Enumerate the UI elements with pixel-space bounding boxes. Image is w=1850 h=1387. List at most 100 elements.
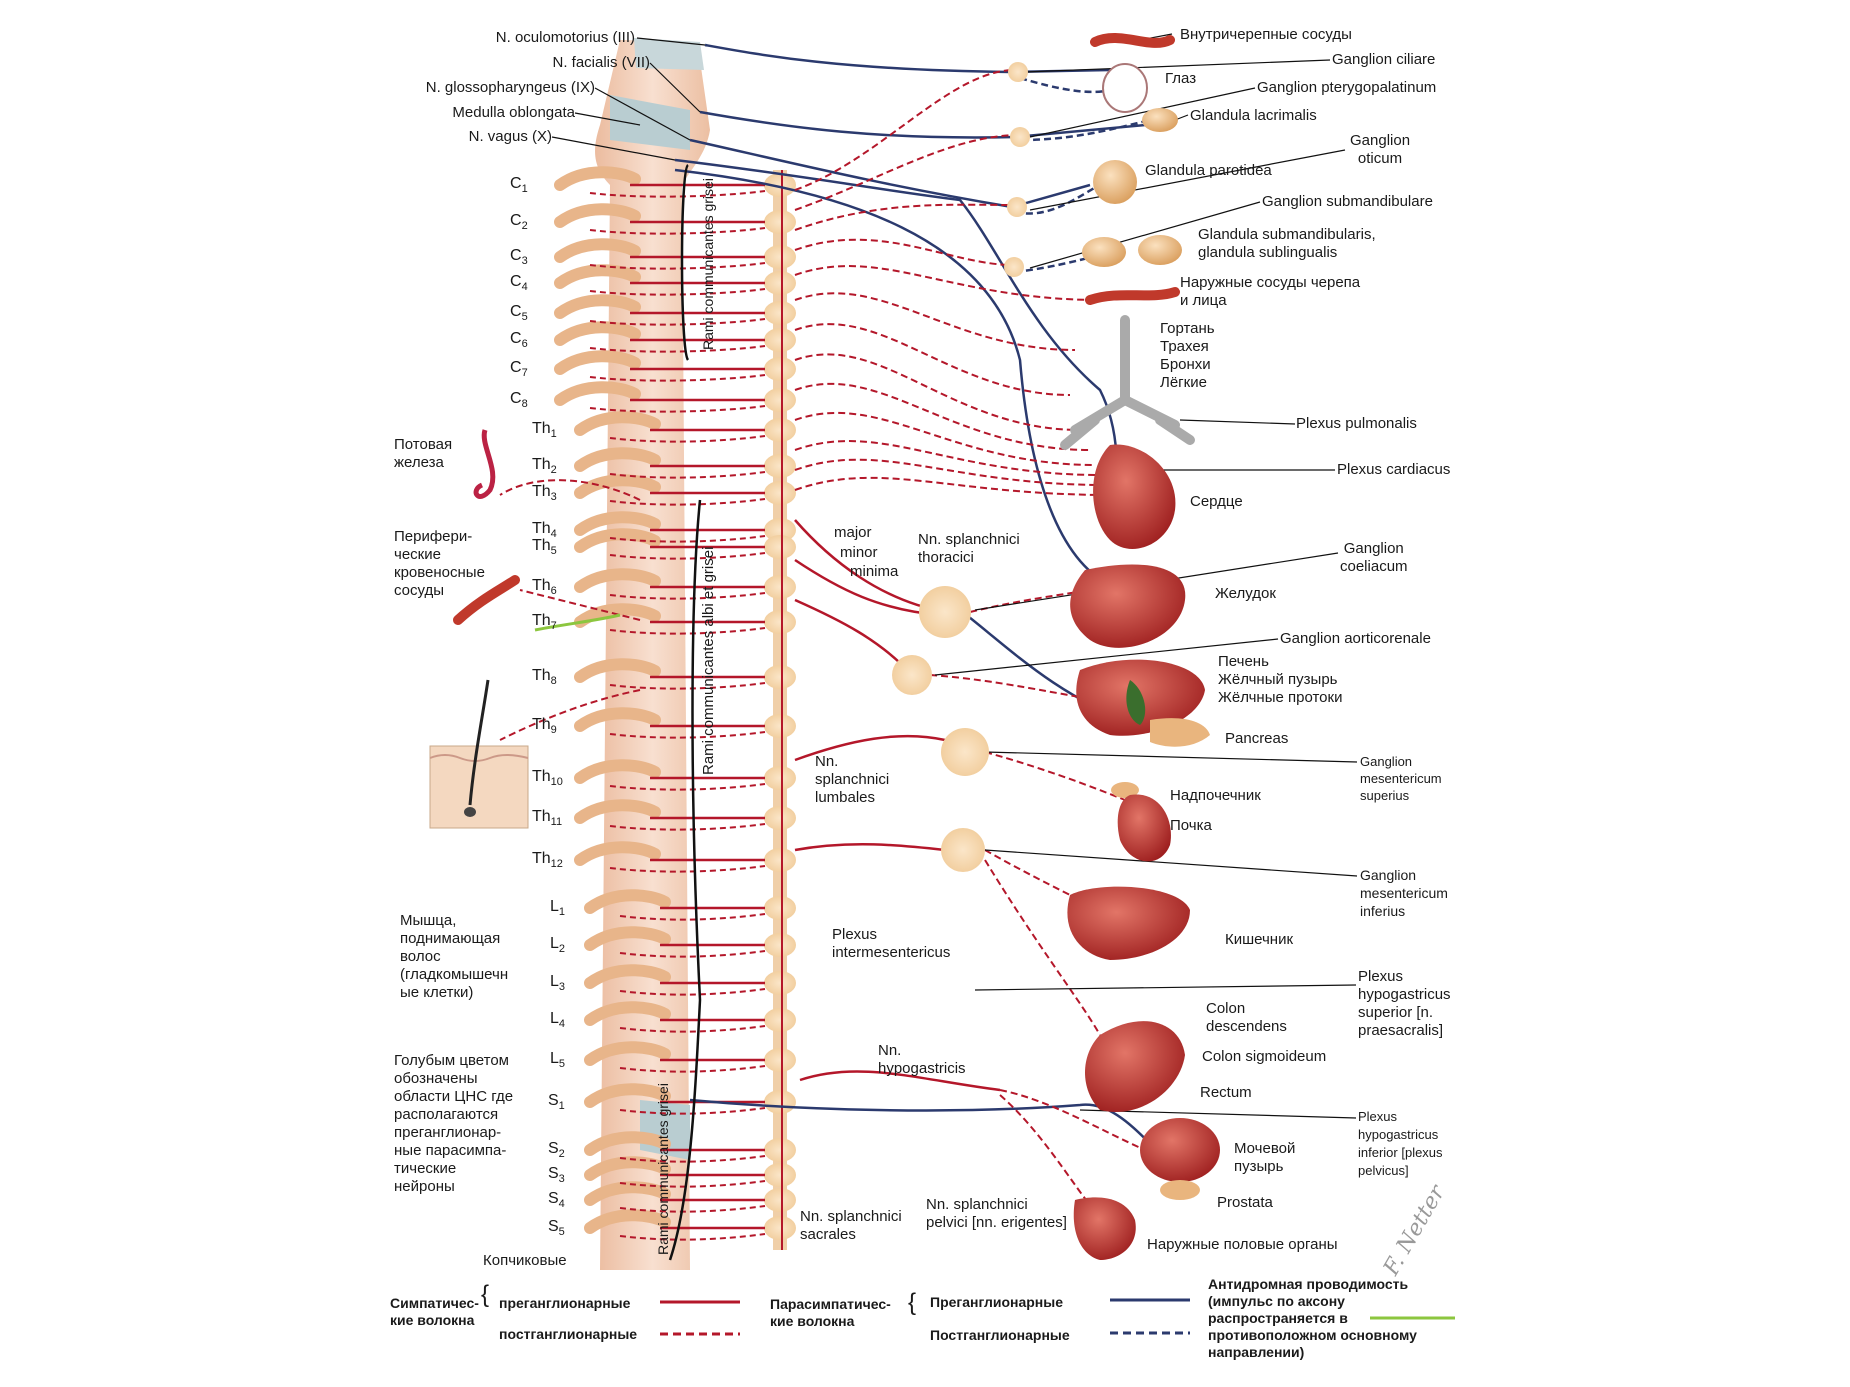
splanchnic-nerve xyxy=(794,734,946,762)
segment-label-thoracic: Th10 xyxy=(532,768,563,789)
parasympathetic-pre-fiber xyxy=(689,1098,1171,1162)
arrector-fiber xyxy=(499,689,641,741)
ganglion-mesentericum-inferius xyxy=(941,828,985,872)
nerve-root xyxy=(574,411,661,436)
ganglion-mesentericum-superius xyxy=(941,728,989,776)
peripheral-vessel xyxy=(453,575,520,625)
nerve-root xyxy=(554,238,641,263)
trunk-ganglion xyxy=(764,896,796,920)
sympathetic-post-fiber xyxy=(984,849,1081,901)
label-ganglion-aorticorenale: Ganglion aorticorenale xyxy=(1280,630,1431,647)
legend-sym-pre: преганглионарные xyxy=(499,1295,631,1311)
nerve-root xyxy=(554,381,641,406)
label-leader-line xyxy=(934,638,1279,676)
label-ganglion-coeliacum: Ganglion coeliacum xyxy=(1340,540,1408,575)
label-n-oculomotorius: N. oculomotorius (III) xyxy=(495,29,635,46)
splanchnic-nerve xyxy=(794,598,913,676)
parasympathetic-pre-fiber xyxy=(704,43,1111,74)
label-external-vessels: Наружные сосуды черепа и лица xyxy=(1180,274,1361,309)
nerve-root xyxy=(584,1181,671,1206)
gallbladder xyxy=(1126,680,1146,725)
label-stomach: Желудок xyxy=(1215,585,1276,602)
segment-label-thoracic: Th12 xyxy=(532,850,563,871)
trunk-ganglion xyxy=(764,1090,796,1114)
trunk-ganglion xyxy=(764,1216,796,1240)
segment-label-thoracic: Th9 xyxy=(532,716,557,737)
segment-label-sacral: S2 xyxy=(548,1140,565,1161)
label-liver: Печень Жёлчный пузырь Жёлчные протоки xyxy=(1218,653,1343,706)
label-minima: minima xyxy=(850,563,899,580)
legend-sympathetic-title: Симпатичес- кие волокна xyxy=(390,1295,479,1328)
parasympathetic-pre-fiber xyxy=(674,168,1111,587)
legend-lines xyxy=(660,1298,1455,1336)
label-plexus-hypogastricus-superior: Plexus hypogastricus superior [n. praesa… xyxy=(1358,968,1451,1039)
segment-label-sacral: S1 xyxy=(548,1092,565,1113)
trunk-ganglion xyxy=(764,1008,796,1032)
trunk-ganglion xyxy=(764,301,796,325)
label-leader-line xyxy=(984,751,1358,763)
hair xyxy=(468,679,490,806)
label-kidney: Почка xyxy=(1170,817,1212,834)
nerve-root xyxy=(554,264,641,289)
legend-brace-para: { xyxy=(908,1289,917,1316)
parasympathetic-post-fiber xyxy=(1021,118,1151,142)
label-rami-grisei-lower: Rami communicantes grisei xyxy=(655,1083,671,1255)
label-pancreas: Pancreas xyxy=(1225,730,1289,747)
nerve-root xyxy=(584,1131,671,1156)
trunk-ganglion xyxy=(764,575,796,599)
label-glandula-lacrimalis: Glandula lacrimalis xyxy=(1190,107,1317,124)
label-adrenal: Надпочечник xyxy=(1170,787,1261,804)
label-plexus-pulmonalis: Plexus pulmonalis xyxy=(1296,415,1417,432)
heart xyxy=(1093,444,1176,549)
label-leader-line xyxy=(1029,149,1346,211)
trunk-ganglion xyxy=(764,173,796,197)
trunk-ganglion xyxy=(764,245,796,269)
ramus-griseus xyxy=(619,1155,766,1163)
trachea-bronchi xyxy=(1060,315,1195,450)
sympathetic-post-fiber xyxy=(984,751,1126,801)
label-eye: Глаз xyxy=(1165,70,1197,87)
segment-label-sacral: S4 xyxy=(548,1190,565,1211)
pancreas xyxy=(1150,718,1210,747)
label-nn-splanchnici-sacrales: Nn. splanchnici sacrales xyxy=(800,1208,902,1243)
ramus-griseus xyxy=(619,1065,766,1073)
segment-label-lumbar: L3 xyxy=(550,973,566,994)
label-medulla-oblongata: Medulla oblongata xyxy=(452,104,575,121)
segment-label-sacral: S3 xyxy=(548,1165,565,1186)
organs xyxy=(1060,33,1220,1260)
nerve-root xyxy=(554,203,641,228)
nerve-root xyxy=(584,1083,671,1108)
trunk-ganglion xyxy=(764,848,796,872)
segment-label-cervical: C2 xyxy=(510,212,528,233)
segment-label-thoracic: Th5 xyxy=(532,537,557,558)
label-arrector-muscle: Мышца, поднимающая волос (гладкомышечн ы… xyxy=(400,912,509,1001)
label-leader-line xyxy=(1179,419,1296,425)
segment-label-sacral: S5 xyxy=(548,1218,565,1239)
nerve-root xyxy=(574,841,661,866)
rami-bracket-lower xyxy=(668,499,702,1261)
segment-label-cervical: C1 xyxy=(510,175,528,196)
segment-label-thoracic: Th7 xyxy=(532,612,557,633)
segment-label-thoracic: Th11 xyxy=(532,808,563,829)
label-glandula-parotidea: Glandula parotidea xyxy=(1145,162,1272,179)
segment-label-lumbar: L4 xyxy=(550,1010,566,1031)
intestine xyxy=(1067,886,1190,960)
parasympathetic-post-fiber xyxy=(1014,183,1101,215)
label-peripheral-vessels: Перифери- ческие кровеносные сосуды xyxy=(394,528,485,599)
segment-label-thoracic: Th2 xyxy=(532,456,557,477)
sympathetic-post-fiber xyxy=(794,134,1021,211)
sympathetic-post-fiber xyxy=(794,440,1101,476)
nerve-root xyxy=(554,166,641,191)
ramus-griseus xyxy=(619,913,766,921)
label-leader-line xyxy=(1079,1109,1357,1119)
label-rectum: Rectum xyxy=(1200,1084,1252,1101)
segment-label-cervical: C6 xyxy=(510,330,528,351)
ramus-griseus xyxy=(619,1205,766,1213)
sympathetic-post-fiber xyxy=(999,1094,1091,1206)
label-ganglion-ciliare: Ganglion ciliare xyxy=(1332,51,1436,68)
trunk-ganglion xyxy=(764,1048,796,1072)
parasympathetic-pre-fiber xyxy=(699,110,1146,139)
label-ganglion-pterygopalatinum: Ganglion pterygopalatinum xyxy=(1257,79,1437,96)
